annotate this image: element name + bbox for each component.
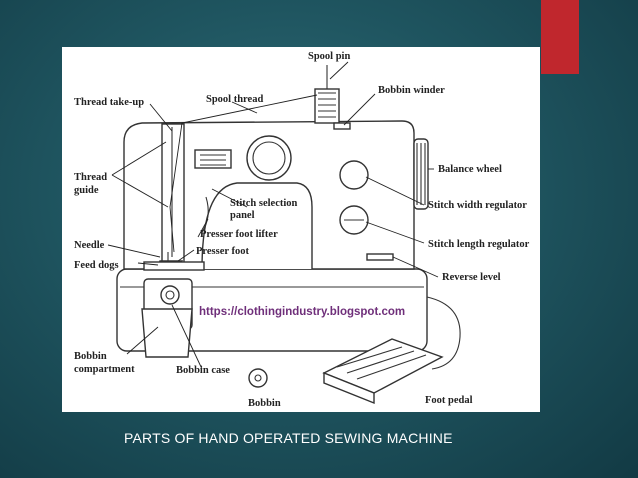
bobbin-winder-part — [333, 122, 351, 130]
bobbin-case-part — [160, 285, 180, 305]
slide-caption: PARTS OF HAND OPERATED SEWING MACHINE — [124, 430, 453, 446]
label-bobbin-winder: Bobbin winder — [378, 85, 445, 96]
bobbin-part — [248, 368, 268, 388]
needle-plate — [143, 261, 205, 271]
stitch-width-knob — [339, 160, 369, 190]
label-stitch-length-regulator: Stitch length regulator — [428, 239, 530, 250]
sewing-machine-diagram: Spool pin Thread take-up Spool thread Bo… — [74, 51, 530, 409]
label-reverse-level: Reverse level — [442, 272, 501, 283]
label-presser-foot: Presser foot — [196, 246, 249, 257]
label-spool-pin: Spool pin — [308, 51, 350, 62]
label-stitch-selection-line1: Stitch selection — [230, 198, 298, 209]
watermark-url: https://clothingindustry.blogspot.com — [199, 306, 405, 318]
spool — [314, 88, 340, 124]
label-feed-dogs: Feed dogs — [74, 260, 119, 271]
machine-head — [161, 123, 185, 270]
label-foot-pedal: Foot pedal — [425, 395, 473, 406]
label-stitch-selection-line2: panel — [230, 210, 255, 221]
label-balance-wheel: Balance wheel — [438, 164, 502, 175]
diagram-frame: Spool pin Thread take-up Spool thread Bo… — [62, 47, 540, 412]
label-bobbin-compartment-line1: Bobbin — [74, 351, 107, 362]
label-bobbin: Bobbin — [248, 398, 281, 409]
label-stitch-width-regulator: Stitch width regulator — [428, 200, 527, 211]
label-thread-guide-line1: Thread — [74, 172, 107, 183]
label-presser-foot-lifter: Presser foot lifter — [200, 229, 278, 240]
label-spool-thread: Spool thread — [206, 94, 263, 105]
stitch-dial — [246, 135, 292, 181]
red-accent-bar — [541, 0, 579, 74]
label-thread-take-up: Thread take-up — [74, 97, 144, 108]
label-thread-guide-line2: guide — [74, 185, 99, 196]
slide-plate — [141, 308, 193, 358]
label-bobbin-case: Bobbin case — [176, 365, 230, 376]
label-bobbin-compartment-line2: compartment — [74, 364, 135, 375]
machine-throat — [201, 182, 313, 270]
reverse-lever — [366, 253, 394, 261]
label-needle: Needle — [74, 240, 105, 251]
